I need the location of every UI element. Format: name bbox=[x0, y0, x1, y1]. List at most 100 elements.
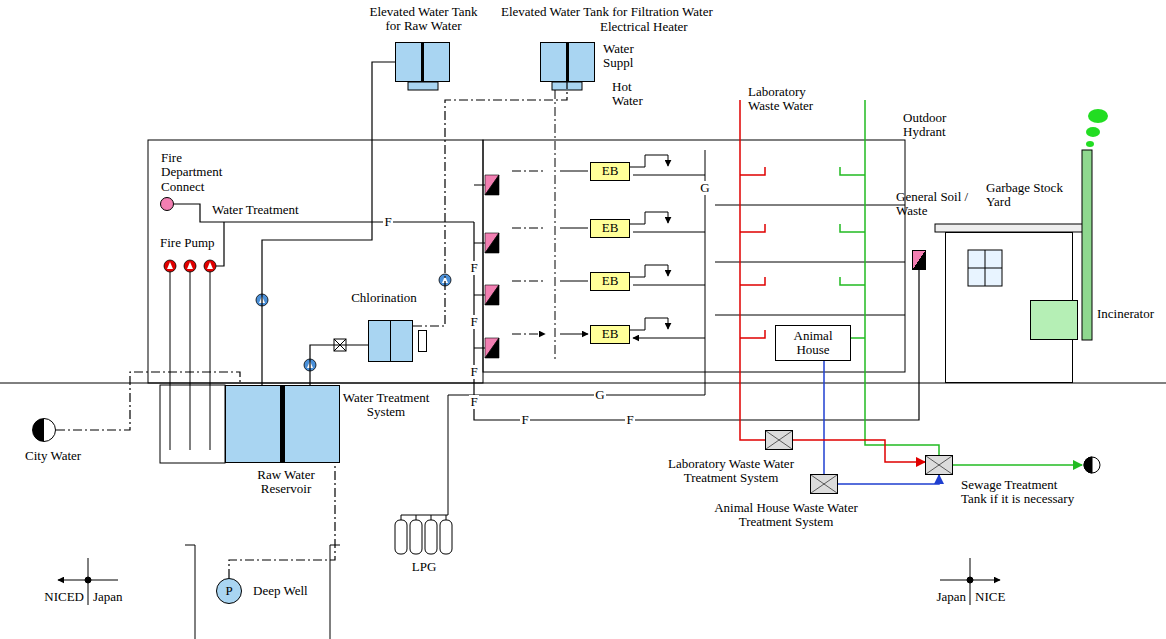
node-caption: LPG bbox=[404, 560, 444, 574]
pipe-code: F bbox=[383, 215, 392, 229]
elevated-tank: Elevated Water Tank for Raw Water bbox=[395, 42, 450, 82]
boundary-marker bbox=[967, 577, 973, 583]
fire-pumps: Fire Pump bbox=[162, 258, 220, 274]
node-text: Animal House bbox=[776, 329, 850, 358]
reservoir-compartment bbox=[160, 272, 225, 463]
hose-cabinet bbox=[485, 175, 499, 358]
soil-drain bbox=[840, 167, 865, 338]
pipe-code: F bbox=[469, 365, 478, 379]
reservoir: Raw Water Reservoir bbox=[225, 385, 340, 463]
gas-cylinder bbox=[410, 520, 422, 554]
node-caption: City Water bbox=[25, 449, 105, 463]
pump-circle: PDeep Well bbox=[216, 578, 242, 604]
cross-mark bbox=[766, 431, 792, 449]
room-box: Animal House bbox=[775, 325, 851, 361]
node-caption: Outdoor Hydrant bbox=[903, 111, 978, 140]
node-caption: Garbage Stock Yard bbox=[986, 181, 1066, 210]
node-caption: Fire Pump bbox=[160, 236, 230, 250]
pump-symbol bbox=[164, 260, 451, 371]
node-caption: Animal House Waste Water Treatment Syste… bbox=[701, 501, 871, 530]
building-outline bbox=[0, 140, 1166, 383]
gas-cylinders: LPG bbox=[392, 520, 456, 556]
node-caption: Sewage Treatment Tank if it is necessary bbox=[961, 478, 1076, 507]
boundary-marker bbox=[88, 558, 970, 605]
treatment-unit: Animal House Waste Water Treatment Syste… bbox=[810, 474, 838, 494]
boiler-piping bbox=[630, 265, 668, 277]
pipe-code: F bbox=[469, 395, 478, 409]
node-text: EB bbox=[601, 221, 620, 235]
annotation: NICED bbox=[34, 590, 84, 604]
node-caption: Chlorination bbox=[339, 291, 429, 305]
fire-line bbox=[174, 204, 474, 266]
hose-cabinet bbox=[485, 285, 499, 305]
pipe-connector bbox=[310, 345, 368, 385]
pipe-connector bbox=[793, 440, 925, 462]
node-text: EB bbox=[601, 327, 620, 341]
node-caption: Incinerator bbox=[1097, 307, 1163, 321]
incinerator: Incinerator bbox=[1030, 300, 1078, 340]
deep-well-shaft bbox=[185, 545, 340, 639]
outfall-symbol bbox=[1084, 457, 1100, 473]
hydrant: Outdoor Hydrant bbox=[912, 250, 926, 270]
boiler-piping bbox=[630, 155, 668, 167]
hose-cabinet bbox=[485, 175, 499, 195]
annotation: Electrical Heater bbox=[600, 20, 688, 34]
boiler-piping bbox=[560, 155, 705, 338]
boiler-piping bbox=[560, 171, 588, 334]
cross-mark bbox=[926, 456, 952, 474]
soil-drain bbox=[953, 464, 1082, 466]
annotation: Hot Water bbox=[612, 80, 654, 109]
electric-boiler: EB bbox=[590, 162, 630, 181]
chlorinator: Chlorination bbox=[418, 330, 427, 352]
gas-cylinder bbox=[425, 520, 437, 554]
pipe-connector bbox=[56, 372, 240, 430]
node-caption: Deep Well bbox=[253, 584, 333, 598]
pipe-connector bbox=[229, 463, 335, 578]
node-caption: Elevated Water Tank for Filtration Water bbox=[501, 5, 761, 19]
boiler-piping bbox=[633, 175, 705, 338]
tank-stand bbox=[408, 82, 438, 90]
electric-boiler: EB bbox=[590, 219, 630, 238]
boundary-marker bbox=[85, 577, 91, 583]
outfall-symbol bbox=[1084, 457, 1092, 473]
cross-mark bbox=[811, 475, 837, 493]
annotation: General Soil / Waste bbox=[896, 190, 986, 219]
boiler-piping bbox=[630, 318, 668, 330]
filtered-water-line bbox=[512, 90, 555, 360]
annotation: Water Suppl bbox=[603, 42, 643, 71]
tank-stand bbox=[408, 82, 582, 90]
treatment-tank: Water Treatment System bbox=[368, 320, 413, 362]
soil-drain bbox=[840, 100, 1082, 465]
boiler-piping bbox=[630, 212, 668, 224]
pipe-code: F bbox=[625, 413, 634, 427]
fire-connection: Fire Department Connect bbox=[160, 197, 174, 211]
electric-boiler: EB bbox=[590, 272, 630, 291]
pipe-connector bbox=[823, 361, 825, 474]
boundary-marker bbox=[58, 580, 1000, 581]
node-caption: Laboratory Waste Water Treatment System bbox=[661, 457, 801, 486]
pump-symbol bbox=[164, 260, 176, 272]
lab-drain bbox=[740, 100, 765, 440]
pipe-connector bbox=[413, 82, 567, 326]
electric-boiler: EB bbox=[590, 325, 630, 344]
annotation: Japan bbox=[916, 590, 966, 604]
pipe-code: F bbox=[469, 315, 478, 329]
outfall-symbol bbox=[1084, 457, 1100, 473]
treatment-unit: Laboratory Waste Water Treatment System bbox=[765, 430, 793, 450]
fire-line bbox=[474, 222, 919, 420]
deep-well-shaft bbox=[185, 545, 340, 639]
hose-cabinet bbox=[485, 233, 499, 253]
annotation: NICE bbox=[975, 590, 1005, 604]
node-caption: Water Treatment System bbox=[336, 391, 436, 420]
source-symbol: City Water bbox=[32, 418, 56, 442]
garbage-building bbox=[935, 224, 1083, 232]
hose-cabinet bbox=[485, 285, 499, 305]
pipe-code: G bbox=[699, 181, 710, 195]
hose-cabinet bbox=[485, 175, 499, 195]
cross-mark bbox=[926, 456, 952, 474]
pipe-code: F bbox=[469, 261, 478, 275]
pipe-code: G bbox=[594, 388, 605, 402]
boundary-marker bbox=[58, 558, 1000, 605]
